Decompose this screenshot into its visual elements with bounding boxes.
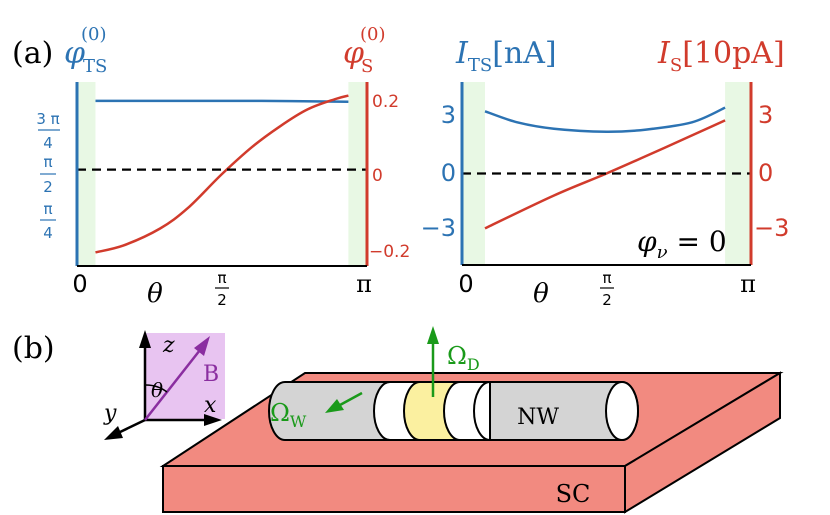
svg-text:2: 2 <box>43 178 53 196</box>
left-plot-x-label: θ <box>147 279 163 309</box>
svg-text:3 π: 3 π <box>36 110 59 128</box>
left-plot-left-axis-title: φ(0)TS <box>64 24 107 77</box>
svg-text:π: π <box>43 200 52 218</box>
left-plot-right-axis-title: φ(0)S <box>343 24 386 77</box>
omega-d-label: ΩD <box>447 342 480 374</box>
left-plot-left-tick-pi2: π 2 <box>40 153 56 196</box>
right-plot-shade-left <box>462 82 485 265</box>
right-plot-right-tick-0: 0 <box>758 159 773 187</box>
left-plot-right-ticks: 0.2 0 −0.2 <box>369 92 410 262</box>
right-plot-left-ticks: 3 0 −3 <box>421 101 456 242</box>
panel-b-label: (b) <box>12 331 55 366</box>
left-plot-left-tick-pi4: π 4 <box>40 200 56 242</box>
coordinate-frame: z x y θ B <box>103 330 225 440</box>
right-plot-x-tick-half-den: 2 <box>602 291 612 309</box>
left-plot-shade-right <box>348 82 367 266</box>
field-b-label: B <box>203 362 219 387</box>
right-plot: ITS[nA] IS[10pA] 3 0 −3 3 0 −3 0 π 2 π θ <box>421 36 790 309</box>
substrate-side-face <box>624 371 781 514</box>
right-plot-left-tick-0: 0 <box>441 159 456 187</box>
right-plot-left-tick-3: 3 <box>441 101 456 129</box>
right-plot-right-tick-neg3: −3 <box>754 214 789 242</box>
nanowire-end-cap <box>605 381 639 441</box>
right-plot-x-tick-0: 0 <box>458 270 473 298</box>
angle-theta-label: θ <box>151 378 163 402</box>
left-plot-left-ticks: 3 π 4 π 2 π 4 <box>36 110 60 242</box>
svg-text:4: 4 <box>43 224 53 242</box>
x-axis-label: x <box>204 393 217 418</box>
z-axis-label: z <box>162 333 175 358</box>
left-plot-right-tick-neg0.2: −0.2 <box>369 242 410 262</box>
right-plot-i-s-curve <box>484 119 726 230</box>
left-plot-x-tick-half-den: 2 <box>217 291 227 309</box>
left-plot-right-tick-0.2: 0.2 <box>372 92 399 112</box>
left-plot-right-tick-0: 0 <box>372 166 383 186</box>
right-plot-x-tick-half-num: π <box>602 269 611 287</box>
right-plot-right-tick-3: 3 <box>758 101 773 129</box>
right-plot-x-ticks: 0 π 2 π θ <box>458 269 756 309</box>
left-plot-left-tick-3pi4: 3 π 4 <box>36 110 60 152</box>
right-plot-left-axis-title: ITS[nA] <box>455 36 557 76</box>
right-plot-i-ts-curve <box>484 106 726 134</box>
left-plot-x-tick-0: 0 <box>72 270 87 298</box>
left-plot-x-tick-pi: π <box>356 270 372 298</box>
left-plot-x-tick-half-num: π <box>217 269 226 287</box>
substrate-label: SC <box>556 480 591 508</box>
right-plot-right-ticks: 3 0 −3 <box>754 101 789 242</box>
omega-w-label: ΩW <box>270 399 307 431</box>
right-plot-left-tick-neg3: −3 <box>421 214 456 242</box>
right-plot-right-axis-title: IS[10pA] <box>657 36 785 76</box>
left-plot-shade-left <box>77 82 96 266</box>
right-plot-annotation: φν = 0 <box>637 225 727 263</box>
left-plot-phi-ts-curve <box>95 99 349 104</box>
nanowire: NW <box>268 381 639 441</box>
omega-w-arrow: ΩW <box>270 391 363 431</box>
svg-text:4: 4 <box>43 134 53 152</box>
left-plot: φ(0)TS φ(0)S 3 π 4 π 2 π 4 <box>36 24 410 309</box>
nanowire-spacer-right <box>443 381 491 441</box>
right-plot-x-tick-pi: π <box>740 270 756 298</box>
left-plot-phi-s-curve <box>95 94 349 254</box>
svg-text:π: π <box>43 153 52 171</box>
right-plot-x-label: θ <box>533 279 549 309</box>
panel-a-label: (a) <box>12 36 53 71</box>
y-axis-label: y <box>103 401 117 426</box>
nanowire-label: NW <box>517 405 559 430</box>
omega-d-arrow: ΩD <box>427 326 480 397</box>
left-plot-x-ticks: 0 π 2 π θ <box>72 269 372 309</box>
